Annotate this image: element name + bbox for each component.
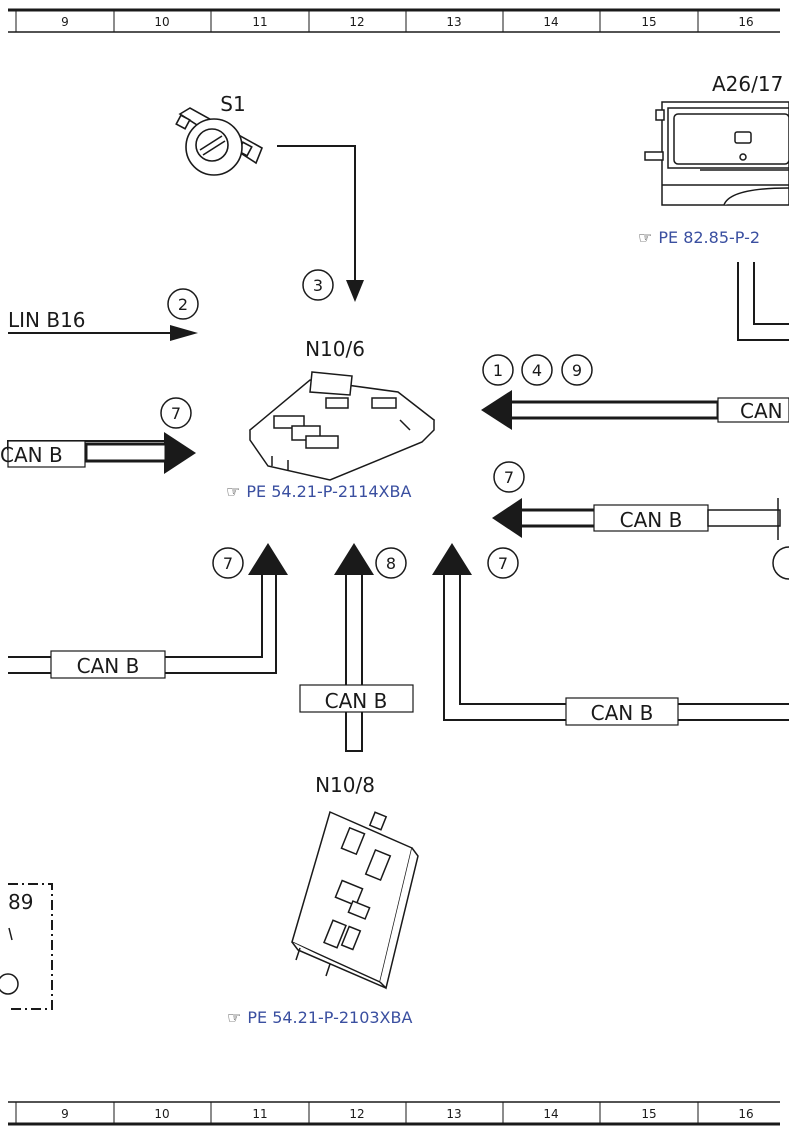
- can-label: CAN B: [620, 508, 683, 532]
- svg-text:7: 7: [498, 554, 508, 573]
- svg-text:3: 3: [313, 276, 323, 295]
- fuse-module-icon: [291, 810, 419, 990]
- svg-text:8: 8: [386, 554, 396, 573]
- ruler-col: 13: [446, 1107, 461, 1121]
- external-component-box: 89: [0, 883, 53, 1010]
- svg-text:7: 7: [223, 554, 233, 573]
- can-bus-right-bottom: CAN B 7: [432, 543, 789, 726]
- can-bus-right-top: CAN: [481, 390, 789, 430]
- can-label: CAN B: [591, 701, 654, 725]
- a26-label: A26/17: [712, 72, 783, 96]
- can-bus-right-mid: CAN B 7: [492, 461, 789, 580]
- ruler-col: 9: [61, 1107, 69, 1121]
- ruler-col: 11: [252, 15, 267, 29]
- can-label: CAN B: [77, 654, 140, 678]
- lin-b16-line: LIN B16 2: [8, 288, 199, 341]
- control-panel-icon: [644, 101, 789, 206]
- ruler-col: 14: [543, 1107, 558, 1121]
- ignition-switch-icon: [175, 107, 264, 176]
- n10-8-reference-link[interactable]: ☞PE 54.21-P-2103XBA: [227, 1008, 412, 1027]
- can-label: CAN: [740, 399, 783, 423]
- ruler-col: 11: [252, 1107, 267, 1121]
- ruler-col: 9: [61, 15, 69, 29]
- ruler-col: 15: [641, 1107, 656, 1121]
- lin-label: LIN B16: [8, 308, 86, 332]
- ruler-col: 12: [349, 1107, 364, 1121]
- ruler-col: 14: [543, 15, 558, 29]
- ruler-col: 16: [738, 1107, 753, 1121]
- can-label: CAN B: [325, 689, 388, 713]
- bottom-ruler: 9 10 11 12 13 14 15 16: [8, 1101, 780, 1126]
- sam-module-icon: [248, 371, 436, 481]
- ruler-col: 12: [349, 15, 364, 29]
- svg-text:2: 2: [178, 295, 188, 314]
- can-label: CAN B: [0, 443, 63, 467]
- ruler-col: 16: [738, 15, 753, 29]
- can-bus-left-bottom: CAN B 7: [8, 543, 288, 679]
- a26-reference-link[interactable]: ☞PE 82.85-P-2: [638, 228, 760, 247]
- svg-text:7: 7: [504, 468, 514, 487]
- n10-6-label: N10/6: [305, 337, 365, 361]
- ruler-col: 10: [154, 15, 169, 29]
- s1-component: S1: [175, 92, 364, 302]
- can-bus-left-top: CAN B 7: [0, 397, 196, 474]
- svg-text:7: 7: [171, 404, 181, 423]
- n10-8-component: N10/8 ☞PE 54.21-P-2103XBA: [227, 773, 419, 1027]
- n10-8-label: N10/8: [315, 773, 375, 797]
- callout-bubble: 3: [302, 269, 334, 301]
- callout-group: 1 4 9: [482, 354, 593, 386]
- s1-label: S1: [220, 92, 245, 116]
- top-ruler: 9 10 11 12 13 14 15 16: [8, 8, 780, 33]
- svg-text:4: 4: [532, 361, 542, 380]
- svg-text:1: 1: [493, 361, 503, 380]
- box-label: 89: [8, 890, 33, 914]
- svg-text:9: 9: [572, 361, 582, 380]
- n10-6-reference-link[interactable]: ☞PE 54.21-P-2114XBA: [226, 482, 411, 501]
- ruler-col: 10: [154, 1107, 169, 1121]
- can-bus-center: CAN B 8: [299, 543, 414, 752]
- ruler-col: 15: [641, 15, 656, 29]
- n10-6-component: N10/6 ☞PE 54.21-P-2114XBA: [226, 337, 436, 501]
- ruler-col: 13: [446, 15, 461, 29]
- a26-component: A26/17 ☞PE 82.85-P-2: [638, 72, 789, 341]
